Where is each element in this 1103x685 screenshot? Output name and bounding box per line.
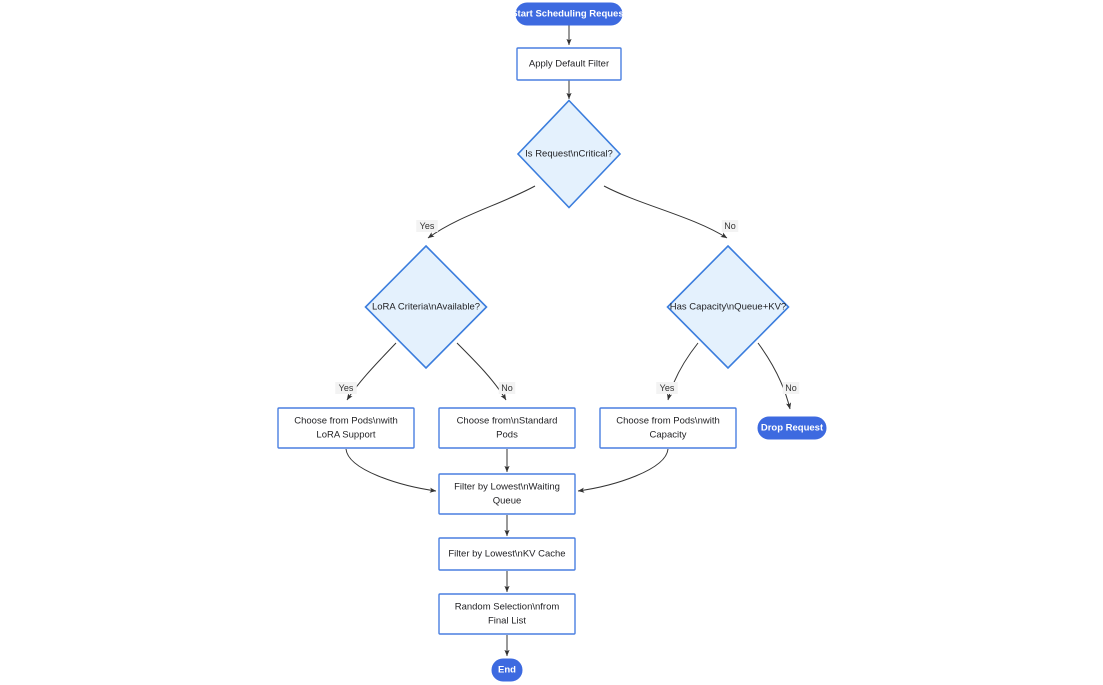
node-label-end: End [498,665,516,676]
edge-label-text: No [785,383,797,393]
node-label-start: Start Scheduling Request [511,9,627,20]
flow-edge-is_request_critical-to-lora_criteria_available [427,185,536,239]
flow-edge-has_capacity-to-drop_request [757,342,792,410]
node-shape-rect [438,407,576,449]
flow-node-drop_request[interactable]: Drop Request [757,416,827,440]
flow-edge-has_capacity-to-choose_capacity_pods [666,342,699,401]
node-shape-rect [438,473,576,515]
edge-label-background [416,220,438,232]
edge-label-background [498,382,516,394]
edge-label-lora_criteria_available-yes: Yes [335,382,357,394]
node-shape-rect [277,407,415,449]
node-label-choose_capacity_pods: Choose from Pods\nwith [616,416,720,427]
edge-label-text: Yes [420,221,435,231]
edge-label-background [656,382,678,394]
edge-label-has_capacity-no: No [782,382,800,394]
edge-label-is_request_critical-no: No [721,220,739,232]
node-label-has_capacity: Has Capacity\nQueue+KV? [670,302,786,313]
node-label-filter_kv_cache: Filter by Lowest\nKV Cache [448,549,565,560]
flow-edge-is_request_critical-to-has_capacity [603,185,728,239]
edges-layer [345,25,792,657]
node-shape-diamond [516,99,622,209]
node-shape-pill [515,2,623,26]
flow-edge-lora_criteria_available-to-choose_standard_pods [456,342,507,401]
flow-edge-choose_lora_pods-to-filter_waiting_queue [345,448,437,493]
node-shape-rect [599,407,737,449]
node-label-filter_waiting_queue: Filter by Lowest\nWaiting [454,482,560,493]
edge-label-background [721,220,739,232]
flow-node-lora_criteria_available[interactable]: LoRA Criteria\nAvailable? [364,244,488,370]
edge-label-text: No [501,383,513,393]
node-shape-diamond [666,244,790,370]
node-label-drop_request: Drop Request [761,423,824,434]
node-label-choose_standard_pods: Pods [496,430,518,441]
edge-label-lora_criteria_available-no: No [498,382,516,394]
flow-edge-lora_criteria_available-to-choose_lora_pods [346,342,397,401]
node-label-choose_lora_pods: LoRA Support [316,430,376,441]
node-label-is_request_critical: Is Request\nCritical? [525,149,613,160]
node-shape-diamond [364,244,488,370]
edge-label-has_capacity-yes: Yes [656,382,678,394]
node-shape-pill [491,658,523,682]
flow-node-filter_kv_cache[interactable]: Filter by Lowest\nKV Cache [438,537,576,571]
edge-label-text: No [724,221,736,231]
flow-node-has_capacity[interactable]: Has Capacity\nQueue+KV? [666,244,790,370]
node-label-choose_standard_pods: Choose from\nStandard [457,416,558,427]
node-shape-rect [438,537,576,571]
flow-node-apply_default_filter[interactable]: Apply Default Filter [516,47,622,81]
flow-edge-choose_capacity_pods-to-filter_waiting_queue [577,448,669,493]
node-label-choose_lora_pods: Choose from Pods\nwith [294,416,398,427]
edge-label-text: Yes [660,383,675,393]
node-shape-rect [438,593,576,635]
node-label-random_selection: Random Selection\nfrom [455,602,560,613]
flow-node-is_request_critical[interactable]: Is Request\nCritical? [516,99,622,209]
flow-node-end[interactable]: End [491,658,523,682]
node-label-lora_criteria_available: LoRA Criteria\nAvailable? [372,302,480,313]
edge-label-background [782,382,800,394]
node-label-apply_default_filter: Apply Default Filter [529,59,609,70]
node-label-random_selection: Final List [488,616,526,627]
node-label-filter_waiting_queue: Queue [493,496,522,507]
flow-node-start[interactable]: Start Scheduling Request [511,2,628,26]
edge-label-text: Yes [339,383,354,393]
node-label-choose_capacity_pods: Capacity [650,430,687,441]
edge-label-is_request_critical-yes: Yes [416,220,438,232]
edge-label-background [335,382,357,394]
node-shape-pill [757,416,827,440]
node-shape-rect [516,47,622,81]
